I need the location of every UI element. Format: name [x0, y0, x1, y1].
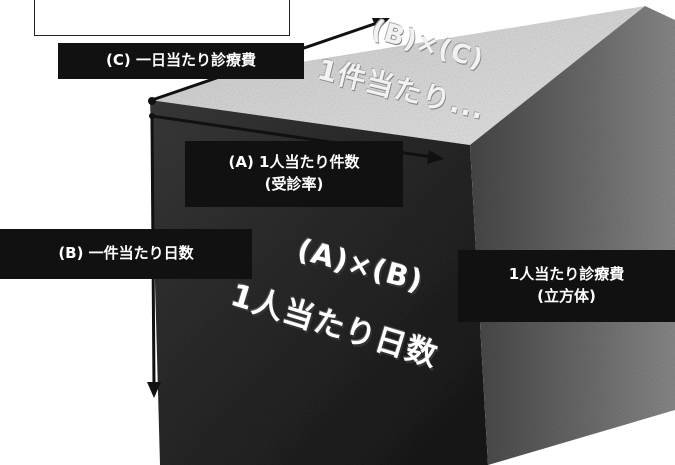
cube-top-face — [150, 6, 645, 145]
origin-dot-2 — [149, 113, 155, 119]
label-cube-line1: 1人当たり診療費 — [508, 265, 625, 283]
label-cube-line2: (立方体) — [537, 286, 596, 305]
top-frame-box — [34, 0, 290, 36]
label-c-daily-fee: (C) 一日当たり診療費 — [58, 43, 304, 79]
label-a-line2: (受診率) — [264, 174, 324, 193]
label-a-cases-per-person: (A) 1人当たり件数 (受診率) — [185, 141, 403, 207]
label-a-line1: (A) 1人当たり件数 — [228, 153, 360, 171]
label-c-text: (C) 一日当たり診療費 — [106, 51, 256, 69]
origin-dot — [148, 97, 156, 105]
cube-side-face — [470, 6, 675, 465]
label-b-text: (B) 一件当たり日数 — [58, 244, 194, 262]
label-b-days-per-case: (B) 一件当たり日数 — [0, 229, 252, 279]
label-cube-fee-per-person: 1人当たり診療費 (立方体) — [458, 250, 675, 322]
